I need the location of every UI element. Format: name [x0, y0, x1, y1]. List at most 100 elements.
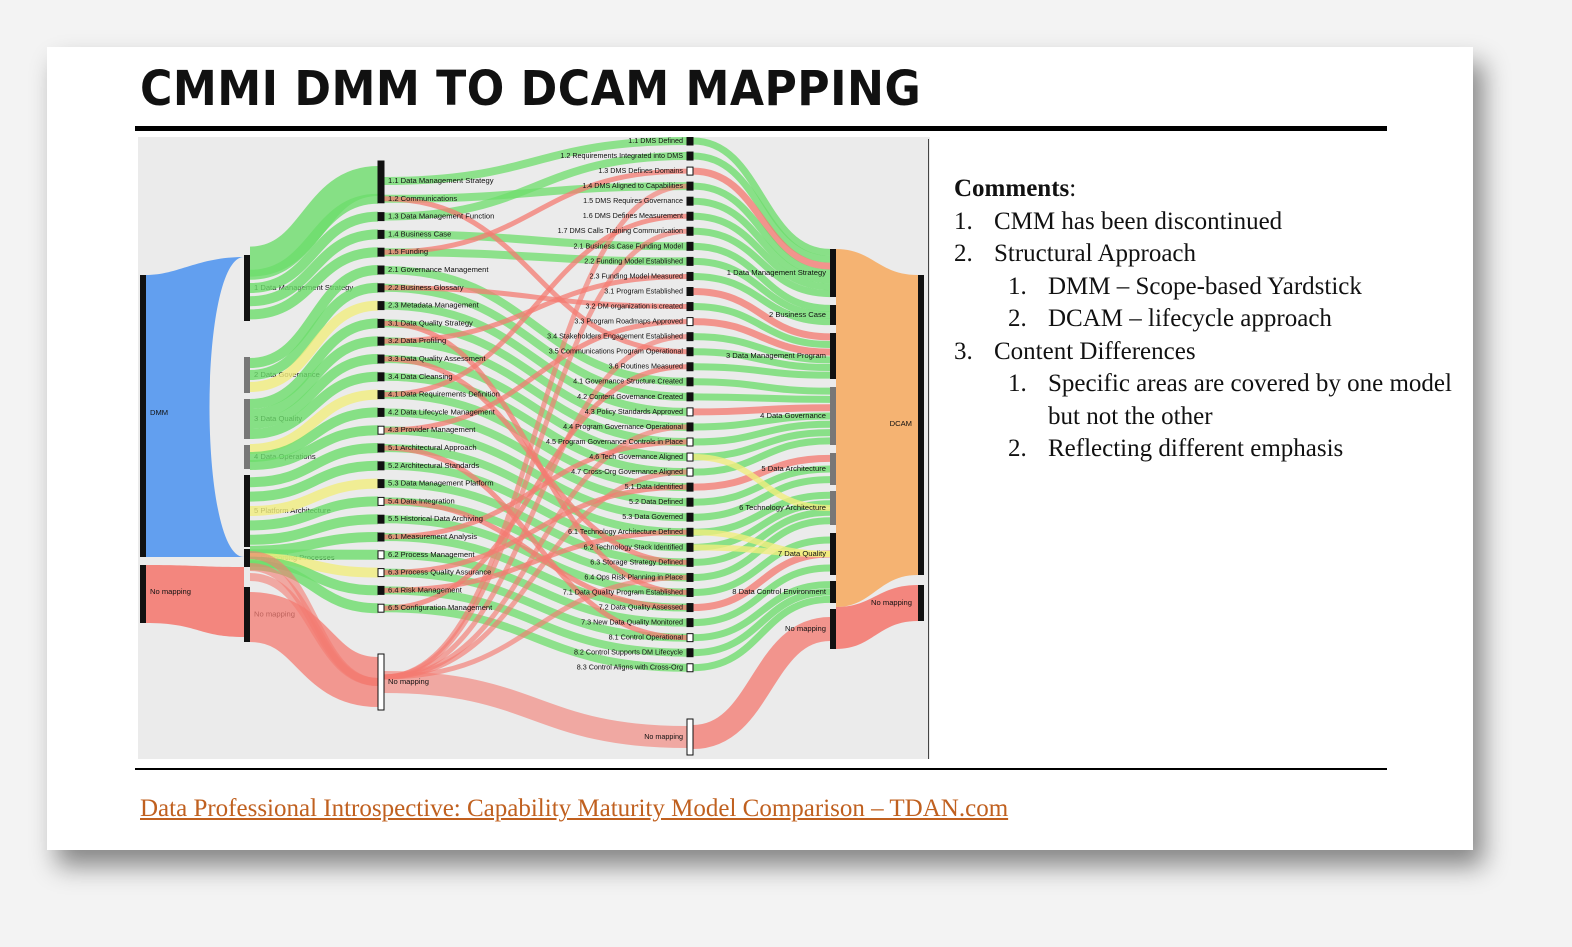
- dcam-capability-label: 1.3 DMS Defines Domains: [598, 166, 683, 175]
- dcam-capability-label: 4.6 Tech Governance Aligned: [589, 452, 683, 461]
- dcam-capability-label: 1.6 DMS Defines Measurement: [583, 211, 683, 220]
- flow-link: [248, 166, 380, 277]
- dcam-capability-label: 1.7 DMS Calls Training Communication: [558, 226, 683, 235]
- flow-link: [249, 560, 379, 614]
- dmm-process-area-node: [377, 603, 385, 613]
- dcam-component-label: 8 Data Control Environment: [732, 587, 827, 596]
- dcam-component-node: [830, 333, 836, 379]
- flow-link: [692, 212, 831, 291]
- dcam-capability-node: [686, 317, 694, 327]
- flow-link: [692, 257, 831, 319]
- dmm-process-area-node: [377, 318, 385, 328]
- flow-link: [383, 285, 688, 310]
- dmm-process-area-label: 3.2 Data Profiling: [388, 336, 446, 345]
- slide-title: CMMI DMM TO DCAM MAPPING: [140, 61, 922, 117]
- comment-subitem-text: DMM – Scope-based Yardstick: [1048, 272, 1362, 300]
- flow-link: [249, 443, 379, 488]
- flow-link: [249, 211, 379, 293]
- source-link[interactable]: Data Professional Introspective: Capabil…: [140, 795, 1009, 822]
- flow-link: [692, 348, 831, 371]
- flow-link: [692, 508, 831, 566]
- flow-link: [383, 213, 688, 398]
- dmm-process-area-label: 5.4 Data Integration: [388, 496, 455, 505]
- dcam-capability-label: 7.2 Data Quality Assessed: [599, 602, 683, 611]
- flow-link: [692, 227, 831, 298]
- flow-link: [249, 318, 379, 409]
- flow-link: [692, 588, 831, 657]
- flow-link: [249, 407, 379, 462]
- flow-link: [692, 412, 831, 431]
- comments-panel: Comments: 1.CMM has been discontinued 2.…: [954, 173, 1454, 466]
- dcam-component-node: [830, 453, 836, 485]
- flow-link: [249, 229, 379, 307]
- dmm-process-area-node: [377, 532, 385, 542]
- flow-link: [692, 420, 831, 446]
- dcam-capability-node: [686, 211, 694, 221]
- flow-link: [249, 282, 379, 380]
- comment-item-number: 1.: [954, 207, 973, 235]
- dcam-capability-node: [686, 618, 694, 628]
- flow-link: [383, 529, 688, 593]
- dmm-process-area-label: 5.1 Architectural Approach: [388, 443, 477, 452]
- dcam-capability-label: 8.2 Control Supports DM Lifecycle: [574, 648, 683, 657]
- flow-link: [692, 536, 831, 596]
- dmm-process-area-node: [377, 514, 385, 524]
- dcam-capability-node: [686, 437, 694, 447]
- dcam-capability-label: 6.1 Technology Architecture Defined: [568, 527, 683, 536]
- dcam-capability-node: [686, 648, 694, 658]
- flow-link: [383, 469, 688, 680]
- dmm-process-area-label: 4.1 Data Requirements Definition: [388, 390, 500, 399]
- dcam-no-mapping-flow: [836, 585, 918, 649]
- dcam-capability-node: [686, 151, 694, 161]
- dcam-capability-label: 7.1 Data Quality Program Established: [563, 587, 683, 596]
- dmm-no-mapping-label: No mapping: [150, 587, 191, 596]
- dmm-category-node: [244, 399, 250, 439]
- dmm-process-area-node: [377, 354, 385, 364]
- comment-subitem-number: 2.: [1008, 305, 1027, 332]
- comment-subitem-text: Specific areas are covered by one model …: [1048, 370, 1452, 430]
- dmm-process-area-node: [377, 550, 385, 560]
- flow-link: [383, 334, 688, 680]
- flow-link: [692, 363, 831, 379]
- diagram-separator: [928, 139, 929, 759]
- dcam-capability-label: 1.1 DMS Defined: [628, 137, 683, 145]
- flow-link: [692, 318, 831, 356]
- flow-link: [692, 404, 831, 416]
- dcam-capability-node: [686, 557, 694, 567]
- comments-heading-label: Comments: [954, 175, 1070, 202]
- dcam-component-node: [830, 581, 836, 603]
- dcam-capability-node: [686, 452, 694, 462]
- comments-heading: Comments:: [954, 173, 1454, 206]
- dcam-capability-node: [686, 663, 694, 673]
- dmm-process-area-node: [377, 390, 385, 400]
- dmm-process-area-label: 6.1 Measurement Analysis: [388, 532, 477, 541]
- flow-link: [249, 496, 379, 531]
- dcam-component-label: 7 Data Quality: [778, 549, 826, 558]
- flow-link: [249, 389, 379, 454]
- dcam-capability-node: [686, 271, 694, 281]
- dmm-process-area-label: 5.5 Historical Data Archiving: [388, 514, 483, 523]
- dcam-capability-label: 6.4 Ops Risk Planning in Place: [584, 572, 683, 581]
- dmm-root-node: [140, 275, 146, 557]
- dcam-root-label: DCAM: [890, 419, 912, 428]
- dcam-capability-label: 3.4 Stakeholders Engagement Established: [547, 332, 683, 341]
- comment-subitem-3-1: 1.Specific areas are covered by one mode…: [954, 368, 1454, 433]
- dcam-component-label: 1 Data Management Strategy: [727, 268, 826, 277]
- dcam-component-label: 4 Data Governance: [760, 411, 826, 420]
- flow-link: [249, 300, 379, 392]
- dmm-process-area-label: 4.2 Data Lifecycle Management: [388, 407, 496, 416]
- dcam-capability-node: [686, 166, 694, 176]
- dmm-process-area-node: [377, 407, 385, 417]
- dcam-component-node: [830, 533, 836, 575]
- dmm-process-area-label: 1.3 Data Management Function: [388, 212, 494, 221]
- dmm-process-area-node: [377, 229, 385, 239]
- dcam-capability-label: 5.3 Data Governed: [622, 512, 683, 521]
- flow-link: [249, 336, 379, 419]
- comment-subitem-3-2: 2.Reflecting different emphasis: [954, 433, 1454, 466]
- dcam-capability-node: [686, 332, 694, 342]
- dcam-no-mapping-label: No mapping: [871, 598, 912, 607]
- flow-link: [383, 248, 688, 266]
- comment-subitem-number: 2.: [1008, 435, 1027, 462]
- dmm-process-area-label: 1.5 Funding: [388, 247, 428, 256]
